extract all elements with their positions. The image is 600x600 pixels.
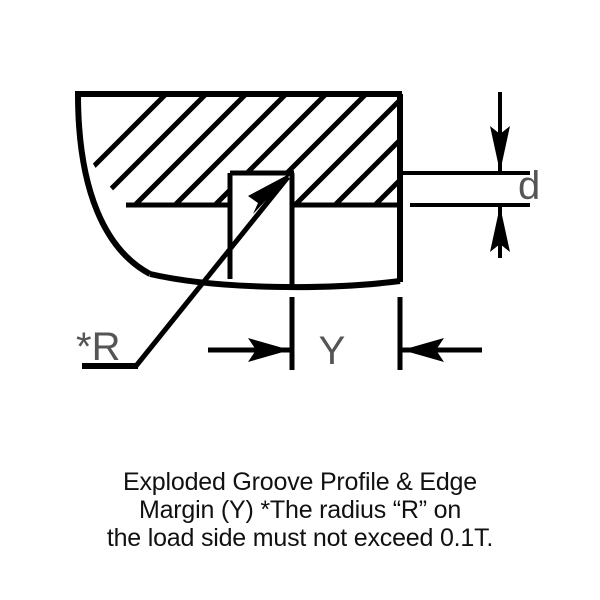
left-radius-curve — [75, 93, 152, 277]
edge-margin-arrow-left — [402, 338, 444, 362]
bottom-curve — [149, 271, 401, 291]
caption-line-1: Exploded Groove Profile & Edge — [123, 468, 477, 496]
radius-leader-line — [134, 175, 290, 368]
edge-margin-label: Y — [319, 329, 346, 373]
depth-arrow-down — [490, 126, 510, 172]
section-hatching — [78, 94, 400, 205]
caption-line-2: Margin (Y) *The radius “R” on — [138, 496, 462, 524]
edge-margin-dimension: Y — [208, 297, 482, 373]
part-outline — [75, 91, 403, 291]
radius-label: *R — [76, 325, 120, 369]
depth-dimension: d — [400, 92, 540, 258]
depth-arrow-up — [490, 206, 510, 252]
groove-construction-lines — [126, 170, 400, 285]
depth-label: d — [518, 164, 540, 208]
caption-line-3: the load side must not exceed 0.1T. — [106, 524, 494, 552]
radius-callout: *R — [76, 172, 293, 369]
radius-leader-arrowhead — [248, 172, 293, 214]
figure-caption: Exploded Groove Profile & Edge Margin (Y… — [0, 468, 600, 552]
edge-margin-arrow-right — [248, 338, 290, 362]
